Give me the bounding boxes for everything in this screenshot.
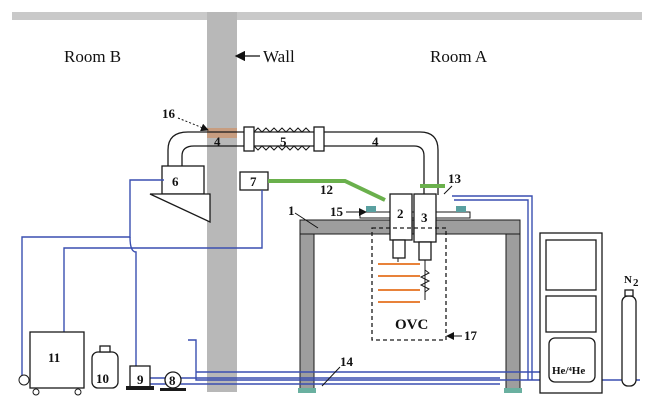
label-2: 2 xyxy=(397,206,404,221)
label-13-leader xyxy=(443,185,453,195)
device-10 xyxy=(91,345,119,389)
label-4-left: 4 xyxy=(214,134,221,149)
wall xyxy=(207,12,237,392)
label-16-leader xyxy=(177,117,209,132)
label-4-right: 4 xyxy=(372,134,379,149)
ceiling-bar xyxy=(12,12,642,20)
room-a-label: Room A xyxy=(430,47,488,66)
n2-subscript: 2 xyxy=(633,277,639,289)
label-14-leader xyxy=(321,366,341,387)
wall-label: Wall xyxy=(263,47,295,66)
label-8: 8 xyxy=(169,373,176,388)
label-5: 5 xyxy=(280,134,287,149)
device-9 xyxy=(126,365,154,390)
ovc-label: OVC xyxy=(395,317,428,333)
label-7: 7 xyxy=(250,174,257,189)
label-3: 3 xyxy=(421,210,428,225)
device-8 xyxy=(160,371,186,391)
label-9: 9 xyxy=(137,372,144,387)
label-15: 15 xyxy=(330,204,344,219)
label-16: 16 xyxy=(162,106,176,121)
plate-clamp-right xyxy=(456,206,466,212)
insert-3-block xyxy=(418,241,432,261)
wall-hatch xyxy=(207,128,237,138)
support-table xyxy=(298,219,522,393)
gas-handling-rack xyxy=(539,232,603,394)
plate-clamp-left xyxy=(366,206,376,212)
label-10: 10 xyxy=(96,371,109,386)
green-line-12 xyxy=(268,179,386,202)
ovc-box xyxy=(371,227,447,341)
insert-2-block xyxy=(392,239,406,259)
n2-bottle xyxy=(621,289,637,387)
gas-lines xyxy=(21,179,640,385)
label-1-leader xyxy=(294,212,319,229)
pumping-line xyxy=(167,126,439,195)
label-11: 11 xyxy=(48,350,60,365)
temperature-stages xyxy=(378,263,431,303)
device-11 xyxy=(18,331,85,396)
room-b-label: Room B xyxy=(64,47,121,66)
pump-6 xyxy=(149,165,211,224)
label-14: 14 xyxy=(340,354,354,369)
n2-label: N xyxy=(624,274,632,286)
mixer-label: He/⁴He xyxy=(552,365,585,377)
label-17: 17 xyxy=(464,328,478,343)
label-6: 6 xyxy=(172,174,179,189)
label-1: 1 xyxy=(288,203,295,218)
label-12: 12 xyxy=(320,182,333,197)
label-13: 13 xyxy=(448,171,462,186)
